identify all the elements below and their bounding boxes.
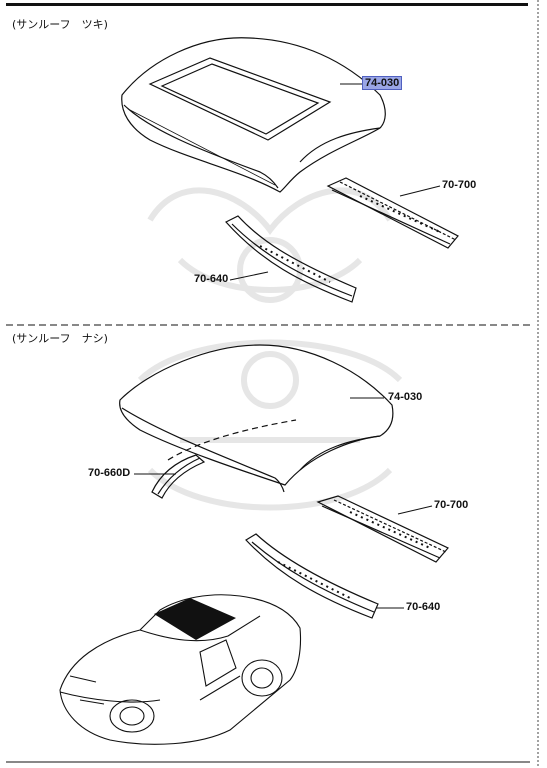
part-label-top-rear-rail[interactable]: 70-700: [442, 179, 477, 191]
part-label-top-roof-panel[interactable]: 74-030: [362, 76, 403, 90]
top-roof-panel: [121, 37, 386, 193]
top-front-rail: [225, 215, 357, 303]
part-label-bottom-front-rail[interactable]: 70-640: [406, 601, 441, 613]
part-label-bottom-rear-rail[interactable]: 70-700: [434, 499, 469, 511]
heading-with-sunroof: (サンルーフ ツキ): [12, 18, 108, 31]
sunroof-opening: [148, 57, 332, 141]
windshield: [154, 598, 236, 640]
car-illustration: [59, 594, 302, 745]
part-label-bottom-reinforcement[interactable]: 70-660D: [88, 467, 131, 479]
top-border: [6, 3, 528, 6]
top-front-rail-leader: [229, 271, 269, 281]
bottom-rear-rail-leader: [397, 505, 433, 515]
bottom-rear-rail: [316, 495, 449, 563]
bottom-front-rail: [245, 533, 379, 619]
bottom-roof-panel: [119, 344, 394, 493]
part-number-highlight[interactable]: 74-030: [362, 76, 403, 90]
heading-without-sunroof: (サンルーフ ナシ): [12, 332, 108, 345]
top-rear-rail-leader: [399, 185, 441, 197]
part-label-top-front-rail[interactable]: 70-640: [194, 273, 229, 285]
top-rear-rail: [326, 177, 459, 249]
bottom-reinforcement: [151, 454, 206, 499]
part-label-bottom-roof-panel[interactable]: 74-030: [388, 391, 423, 403]
watermark-emblem: [137, 187, 403, 511]
